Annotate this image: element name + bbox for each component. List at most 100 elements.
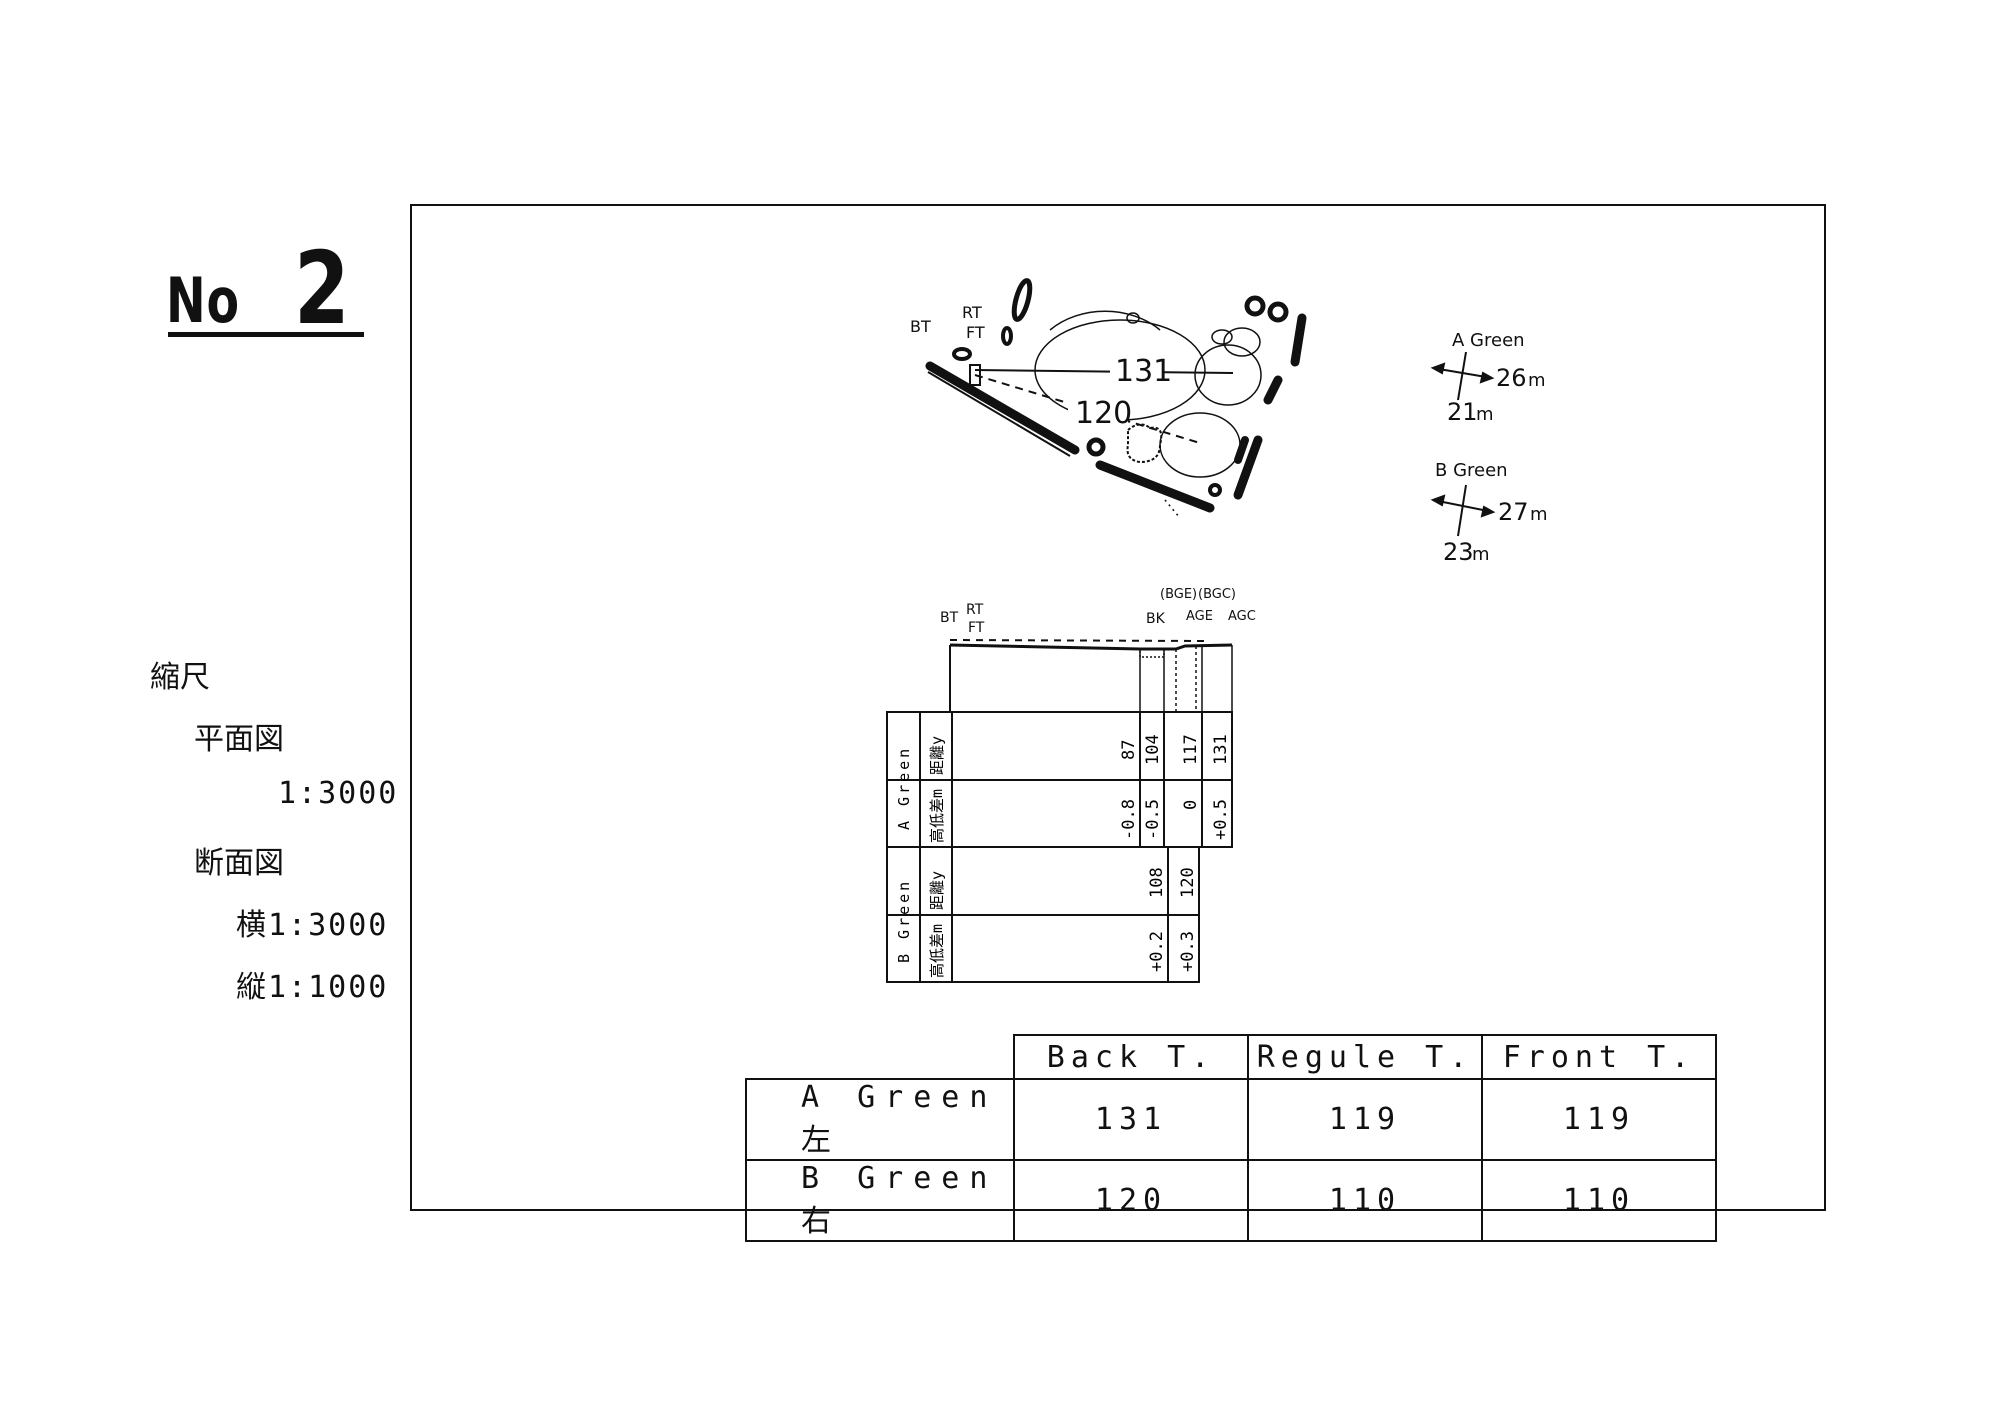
- bunker-right: [1223, 327, 1261, 357]
- green-size-a-unit-w: m: [1528, 370, 1546, 391]
- profile-b-dist-1: 120: [1178, 867, 1198, 898]
- tree-2: [1001, 326, 1013, 346]
- profile-a-dist-0: 87: [1119, 740, 1139, 760]
- plan-distance-a: 131: [1115, 354, 1172, 389]
- profile-a-elev-2: 0: [1181, 800, 1201, 810]
- plan-label-bt: BT: [910, 317, 931, 336]
- green-size-b-name: B Green: [1435, 460, 1508, 481]
- scale-heading: 縮尺: [150, 660, 210, 695]
- header-front-tee: Front T.: [1481, 1034, 1717, 1080]
- tree-line-left: [925, 361, 1080, 455]
- tree-4: [1244, 295, 1266, 317]
- tree-6: [1263, 375, 1283, 405]
- hole-number: No 2: [166, 222, 366, 347]
- profile-label-bk: BK: [1146, 611, 1166, 627]
- green-a: [1194, 344, 1262, 406]
- profile-b-elev-0: +0.2: [1147, 931, 1167, 972]
- profile-a-dist-3: 131: [1211, 734, 1231, 765]
- slope-dash: [1164, 499, 1181, 519]
- plan-scale-value: 1:3000: [278, 776, 399, 811]
- size-b-arrow-left: [1430, 494, 1446, 507]
- profile-b-dist-label: 距離y: [928, 871, 946, 910]
- distance-b-bg: [1068, 395, 1128, 427]
- profile-a-dist-2: 117: [1181, 734, 1201, 765]
- row-label-a-green: A Green 左: [745, 1078, 1015, 1161]
- tee-marker-bt: [969, 364, 981, 386]
- b-green-front: 110: [1481, 1159, 1717, 1242]
- green-size-b: [1430, 484, 1496, 537]
- tree-1: [1011, 278, 1033, 322]
- profile-label-age: AGE: [1186, 609, 1213, 624]
- bunker-front: [1126, 423, 1163, 464]
- plan-label-ft: FT: [966, 323, 985, 342]
- profile-b-group-label: B Green: [895, 879, 913, 963]
- header-regular-tee: Regule T.: [1247, 1034, 1483, 1080]
- green-size-b-unit-w: m: [1530, 504, 1548, 525]
- size-a-arrow-left: [1430, 362, 1446, 375]
- green-size-a-name: A Green: [1452, 330, 1525, 351]
- tree-7: [1234, 436, 1249, 464]
- distance-a-bg: [1110, 355, 1164, 385]
- distance-table-corner: [746, 1035, 1015, 1080]
- section-scale-vertical: 縦1:1000: [236, 970, 389, 1005]
- profile-a-elev-1: -0.5: [1143, 799, 1163, 840]
- profile-a-group-label: A Green: [895, 746, 913, 830]
- green-size-a-width: 26: [1496, 364, 1527, 392]
- hole-label: No: [166, 264, 240, 337]
- green-b: [1159, 412, 1241, 478]
- a-green-regular: 119: [1247, 1078, 1483, 1161]
- hole-underline: [168, 332, 364, 337]
- table-row: B Green 右 120 110 110: [745, 1159, 1717, 1242]
- profile-a-elev-label: 高低差m: [928, 789, 946, 843]
- tree-5: [1267, 301, 1289, 323]
- tree-line-bottom: [1095, 460, 1215, 513]
- bunker-small: [1126, 312, 1140, 324]
- profile-ground: [949, 639, 1233, 712]
- line-to-green-a: [974, 369, 1234, 374]
- tree-line-green-b: [1233, 435, 1263, 500]
- profile-label-agc: AGC: [1228, 609, 1256, 624]
- row-label-b-green: B Green 右: [745, 1159, 1015, 1242]
- green-size-a-depth: 21: [1447, 398, 1478, 426]
- green-size-a: [1430, 351, 1495, 401]
- header-back-tee: Back T.: [1013, 1034, 1249, 1080]
- section-scale-label: 断面図: [194, 846, 284, 881]
- profile-label-ft: FT: [968, 620, 985, 636]
- tree-8: [1208, 483, 1222, 497]
- distance-table-header-row: Back T. Regule T. Front T.: [746, 1034, 1717, 1080]
- section-scale-horizontal: 横1:3000: [236, 908, 389, 943]
- green-size-b-depth: 23: [1443, 538, 1474, 566]
- tree-3: [1086, 437, 1106, 457]
- profile-label-bt: BT: [940, 610, 959, 626]
- profile-b-elev-label: 高低差m: [928, 924, 946, 978]
- a-green-front: 119: [1481, 1078, 1717, 1161]
- plan-label-rt: RT: [962, 303, 982, 322]
- plan-distance-b: 120: [1075, 396, 1132, 431]
- tee-marker-rt: [952, 347, 972, 361]
- b-green-regular: 110: [1247, 1159, 1483, 1242]
- profile-a-elev-3: +0.5: [1211, 799, 1231, 840]
- hole-number-value: 2: [294, 230, 350, 347]
- distance-table: Back T. Regule T. Front T. A Green 左 131…: [745, 1034, 1717, 1242]
- green-size-a-unit-d: m: [1476, 404, 1494, 425]
- profile-label-bgc: (BGC): [1198, 587, 1236, 602]
- green-size-b-width: 27: [1498, 498, 1529, 526]
- size-b-depth-line: [1457, 484, 1467, 537]
- profile-table: [886, 711, 1233, 983]
- profile-b-dist-0: 108: [1147, 867, 1167, 898]
- b-green-back: 120: [1013, 1159, 1249, 1242]
- a-green-back: 131: [1013, 1078, 1249, 1161]
- green-size-b-unit-d: m: [1472, 544, 1490, 565]
- size-a-depth-line: [1457, 351, 1467, 401]
- plan-scale-label: 平面図: [194, 722, 284, 757]
- profile-a-elev-0: -0.8: [1119, 799, 1139, 840]
- profile-label-rt: RT: [966, 602, 984, 618]
- profile-label-bge: (BGE): [1160, 587, 1197, 602]
- table-row: A Green 左 131 119 119: [745, 1078, 1717, 1161]
- tree-line-right: [1290, 313, 1307, 367]
- bunker-side: [1211, 329, 1233, 345]
- profile-b-dashed: [949, 639, 1206, 642]
- size-b-arrow-right: [1480, 505, 1496, 518]
- size-a-arrow-right: [1479, 371, 1495, 384]
